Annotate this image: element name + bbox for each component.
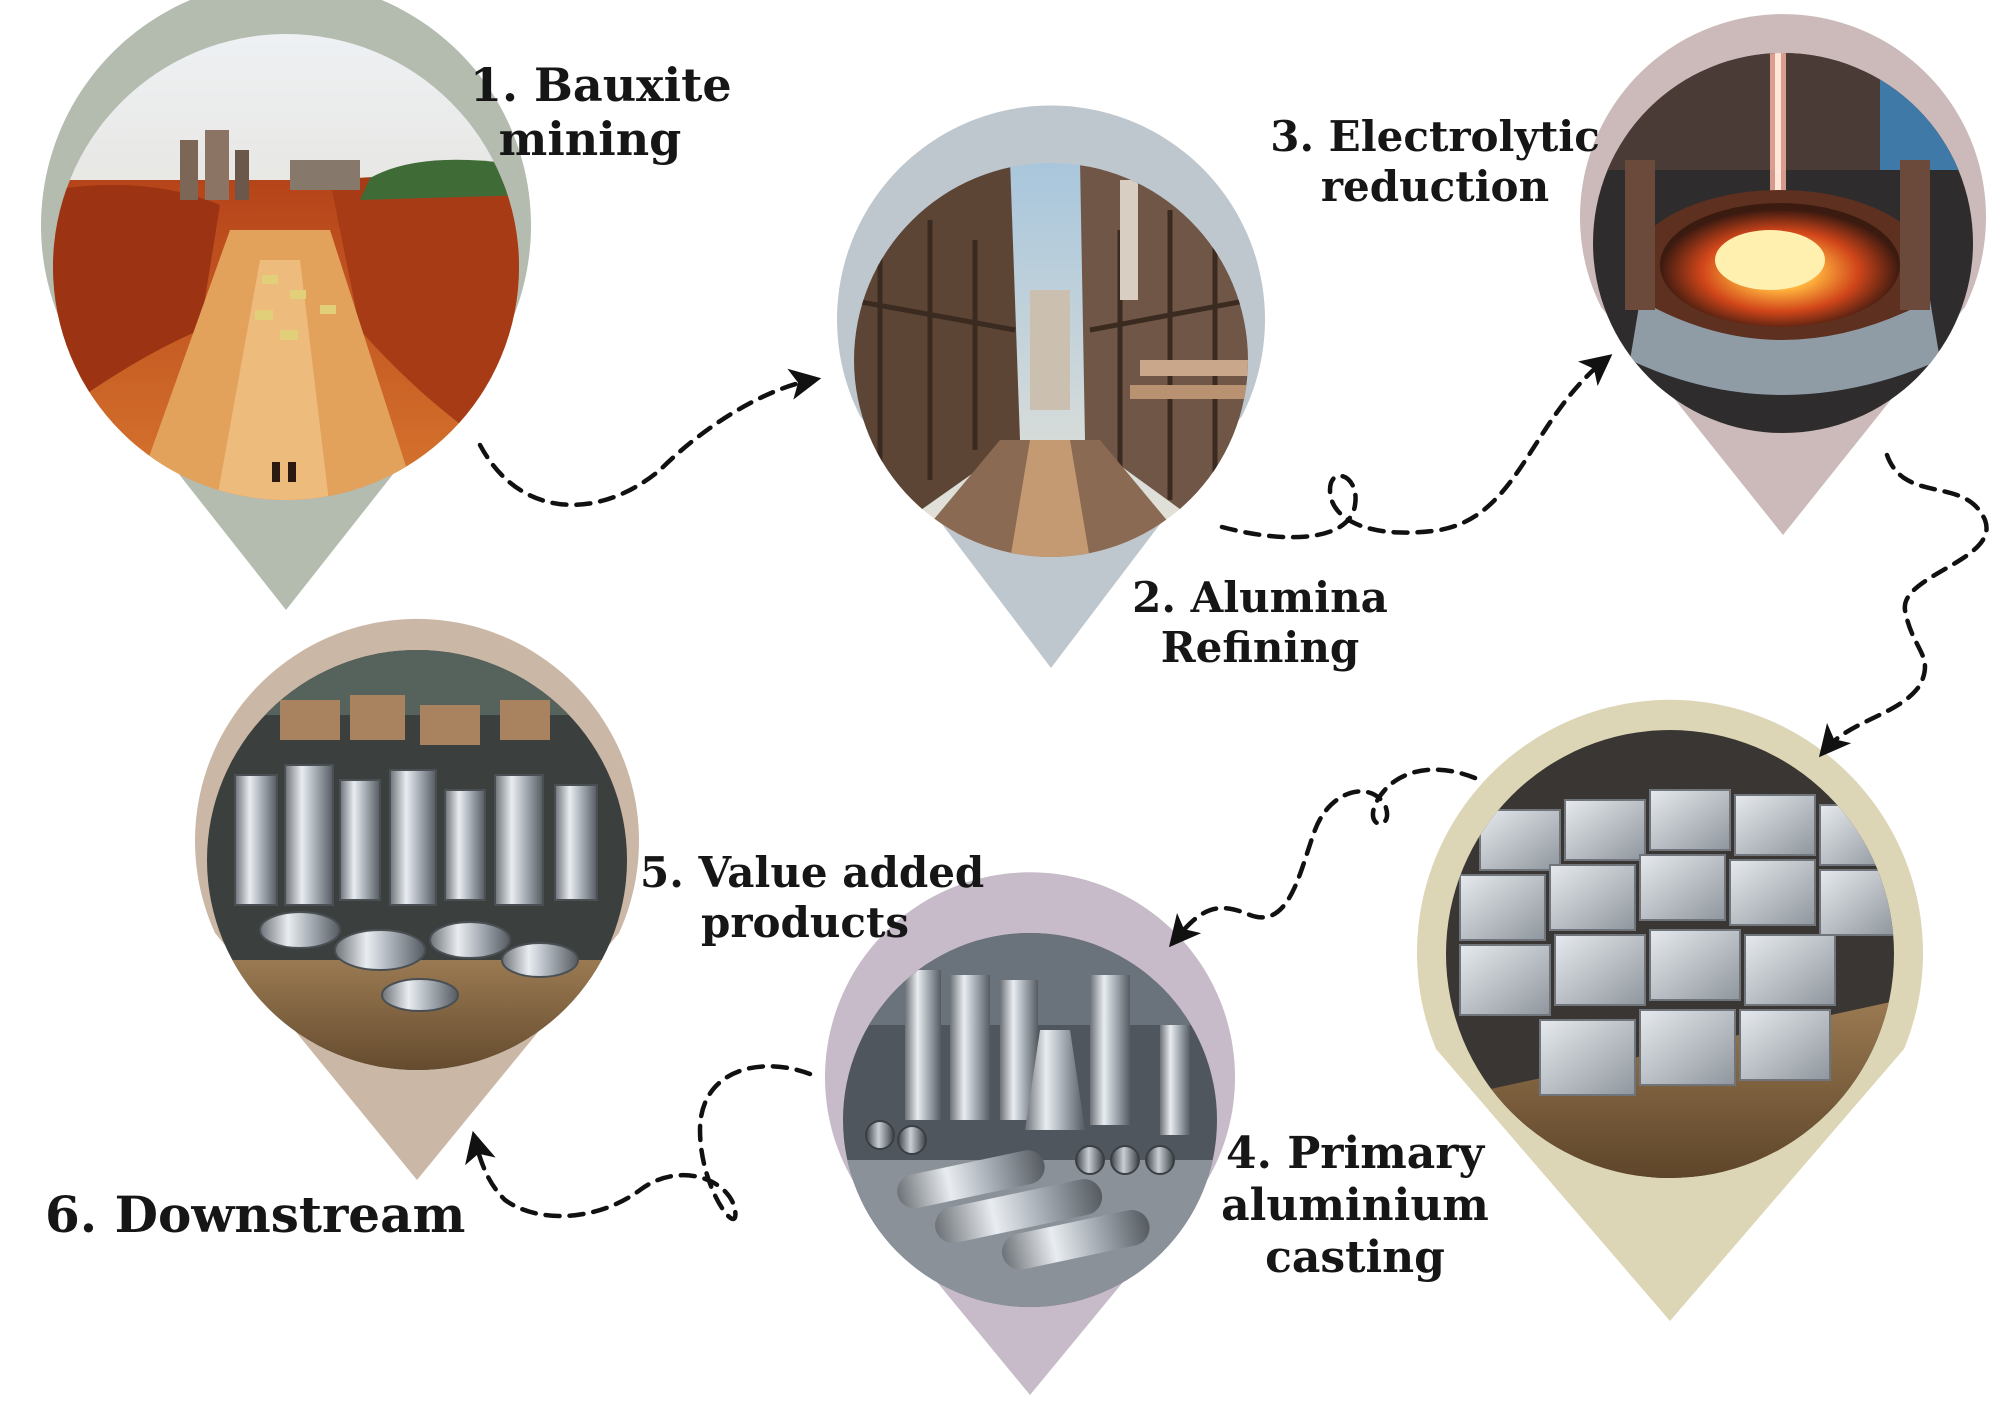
pin-bauxite-mining xyxy=(41,0,531,610)
step-4-line-2: aluminium xyxy=(1221,1179,1489,1231)
step-label-electrolytic-reduction: 3. Electrolytic reduction xyxy=(1270,112,1600,211)
step-1-line-2: mining xyxy=(498,112,682,167)
pin-downstream xyxy=(194,618,639,1180)
step-label-value-added-products: 5. Value added products xyxy=(640,848,985,947)
step-3-line-2: reduction xyxy=(1320,161,1550,211)
step-label-primary-aluminium-casting: 4. Primary aluminium casting xyxy=(1210,1128,1500,1284)
arrow-2-to-3 xyxy=(1219,354,1613,540)
pin-value-added-products xyxy=(825,872,1235,1395)
arrow-1-to-2 xyxy=(477,368,822,508)
arrow-5-to-6 xyxy=(465,1064,813,1222)
step-2-line-1: 2. Alumina xyxy=(1132,573,1388,622)
smelter-image xyxy=(1593,53,1973,433)
step-2-line-2: Refining xyxy=(1160,622,1360,672)
step-6-line-1: 6. Downstream xyxy=(45,1185,466,1244)
ingots-image xyxy=(1446,730,1894,1178)
step-3-line-1: 3. Electrolytic xyxy=(1270,112,1600,161)
step-1-line-1: 1. Bauxite xyxy=(470,58,732,112)
warehouse-image xyxy=(207,650,627,1070)
step-4-line-1: 4. Primary xyxy=(1225,1128,1485,1179)
pin-electrolytic-reduction xyxy=(1580,14,1986,535)
step-label-bauxite-mining: 1. Bauxite mining xyxy=(470,58,732,167)
arrow-3-to-4 xyxy=(1818,452,1989,758)
pin-primary-aluminium-casting xyxy=(1417,699,1923,1321)
step-label-downstream: 6. Downstream xyxy=(45,1185,466,1244)
connectors xyxy=(465,354,1989,1222)
step-5-line-2: products xyxy=(700,897,910,947)
bauxite-mine-image xyxy=(53,34,519,500)
step-4-line-3: casting xyxy=(1265,1231,1445,1283)
step-5-line-1: 5. Value added xyxy=(640,848,985,897)
step-label-alumina-refining: 2. Alumina Refining xyxy=(1120,573,1400,672)
arrow-4-to-5 xyxy=(1168,767,1478,948)
